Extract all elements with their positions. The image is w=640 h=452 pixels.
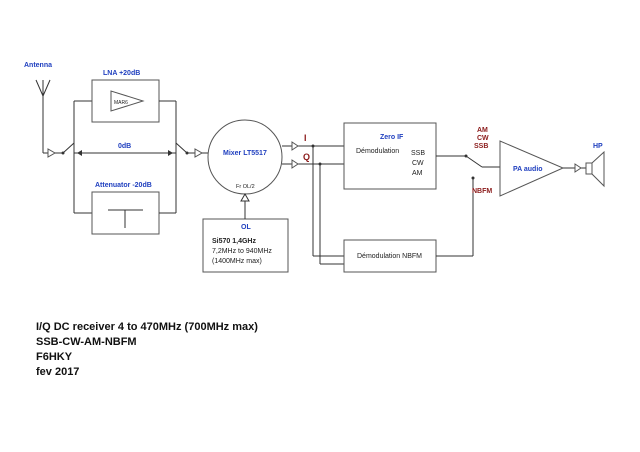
ol-arrow-icon <box>240 192 250 202</box>
cw-label: CW <box>412 160 424 167</box>
note-line3: F6HKY <box>36 351 73 363</box>
ol-line2: 7,2MHz to 940MHz <box>212 248 272 255</box>
lna-label: LNA +20dB <box>103 70 140 77</box>
mode-am-label: AM <box>477 127 488 134</box>
mode-ssb-label: SSB <box>474 143 488 150</box>
demod-nbfm-label: Démodulation NBFM <box>357 253 422 260</box>
attenuator-label: Attenuator -20dB <box>95 182 152 189</box>
pa-audio-block <box>499 140 565 197</box>
am-label: AM <box>412 170 423 177</box>
zero-db-label: 0dB <box>118 143 131 150</box>
i-label: I <box>304 133 307 143</box>
nbfm-block <box>343 239 437 273</box>
ol-line3: (1400MHz max) <box>212 258 262 265</box>
q-label: Q <box>303 152 310 162</box>
zero-if-label: Zero IF <box>380 134 404 141</box>
mixer-label: Mixer LT5517 <box>223 150 267 157</box>
arrow-left-icon <box>77 150 82 156</box>
mixer-block <box>207 119 283 195</box>
note-line2: SSB-CW-AM-NBFM <box>36 336 137 348</box>
i-buffer-icon <box>291 141 299 151</box>
speaker-icon <box>585 150 605 188</box>
mode-switch <box>464 154 500 180</box>
arrow-right-icon <box>168 150 173 156</box>
fr-ol-label: Fr OL/2 <box>236 184 255 190</box>
pa-label: PA audio <box>513 166 543 173</box>
ol-title: OL <box>241 224 251 231</box>
mode-nbfm-label: NBFM <box>472 188 492 195</box>
antenna-icon <box>35 79 51 154</box>
note-line4: fev 2017 <box>36 366 79 378</box>
note-line1: I/Q DC receiver 4 to 470MHz (700MHz max) <box>36 321 258 333</box>
output-switch <box>175 142 195 155</box>
amplifier-icon <box>110 90 145 112</box>
ol-line1: Si570 1,4GHz <box>212 238 256 245</box>
hp-buffer-icon <box>574 163 582 173</box>
mode-cw-label: CW <box>477 135 489 142</box>
ol-block <box>202 218 289 273</box>
mixer-buffer-icon <box>194 148 204 158</box>
demod-label: Démodulation <box>356 148 399 155</box>
zero-if-block <box>343 122 437 190</box>
attenuator-icon <box>108 209 143 228</box>
ssb-label: SSB <box>411 150 425 157</box>
hp-label: HP <box>593 143 603 150</box>
input-switch <box>55 142 75 155</box>
antenna-label: Antenna <box>24 62 52 69</box>
q-buffer-icon <box>291 159 299 169</box>
mar-label: MAR6 <box>114 100 128 106</box>
input-buffer-icon <box>47 148 57 158</box>
